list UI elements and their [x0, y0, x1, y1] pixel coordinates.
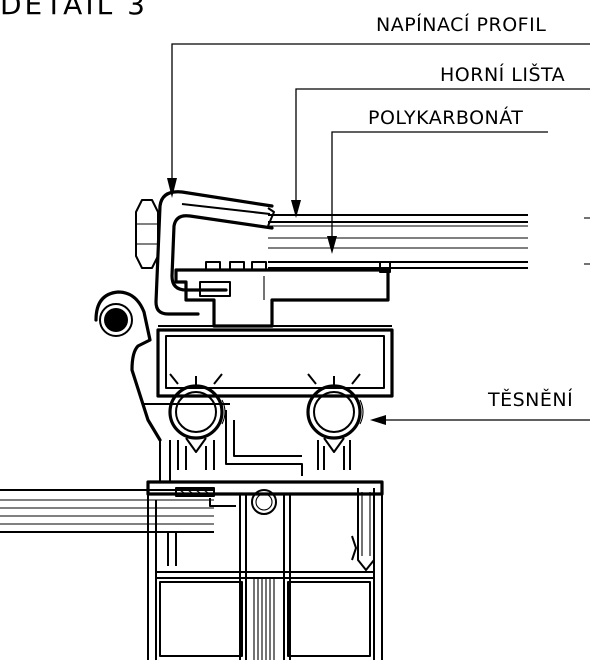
polycarbonate-sheet	[268, 214, 590, 269]
side-panel	[0, 487, 215, 533]
top-lath	[174, 261, 391, 328]
polykarbonat-arrowhead	[327, 236, 337, 254]
tensioning-profile	[154, 190, 275, 316]
main-chamber	[156, 325, 394, 398]
napinaci-profil-arrowhead	[167, 178, 177, 198]
horni-lista-arrowhead	[291, 200, 301, 218]
tesneni-arrowhead	[370, 415, 386, 425]
pivot-hinge	[94, 290, 230, 442]
gasket-right	[306, 373, 364, 453]
label-tesneni: TĚSNĚNÍ	[370, 388, 590, 425]
napinaci-profil-leader	[171, 43, 590, 190]
base-profile	[146, 480, 384, 660]
polykarbonat-text: POLYKARBONÁT	[368, 106, 523, 129]
gasket-holders	[159, 410, 351, 482]
label-horni-lista: HORNÍ LIŠTA	[291, 62, 590, 218]
gasket-left	[168, 373, 226, 453]
horni-lista-text: HORNÍ LIŠTA	[440, 62, 565, 86]
label-napinaci-profil: NAPÍNACÍ PROFIL	[167, 13, 590, 198]
napinaci-profil-text: NAPÍNACÍ PROFIL	[376, 13, 546, 36]
bolt-head	[135, 199, 159, 269]
horni-lista-leader	[295, 88, 590, 212]
pivot-dark-circle	[104, 308, 128, 332]
label-polykarbonat: POLYKARBONÁT	[327, 106, 548, 254]
detail-title: DETAIL 3	[0, 0, 148, 21]
polykarbonat-leader	[331, 131, 548, 248]
tesneni-text: TĚSNĚNÍ	[487, 388, 573, 411]
